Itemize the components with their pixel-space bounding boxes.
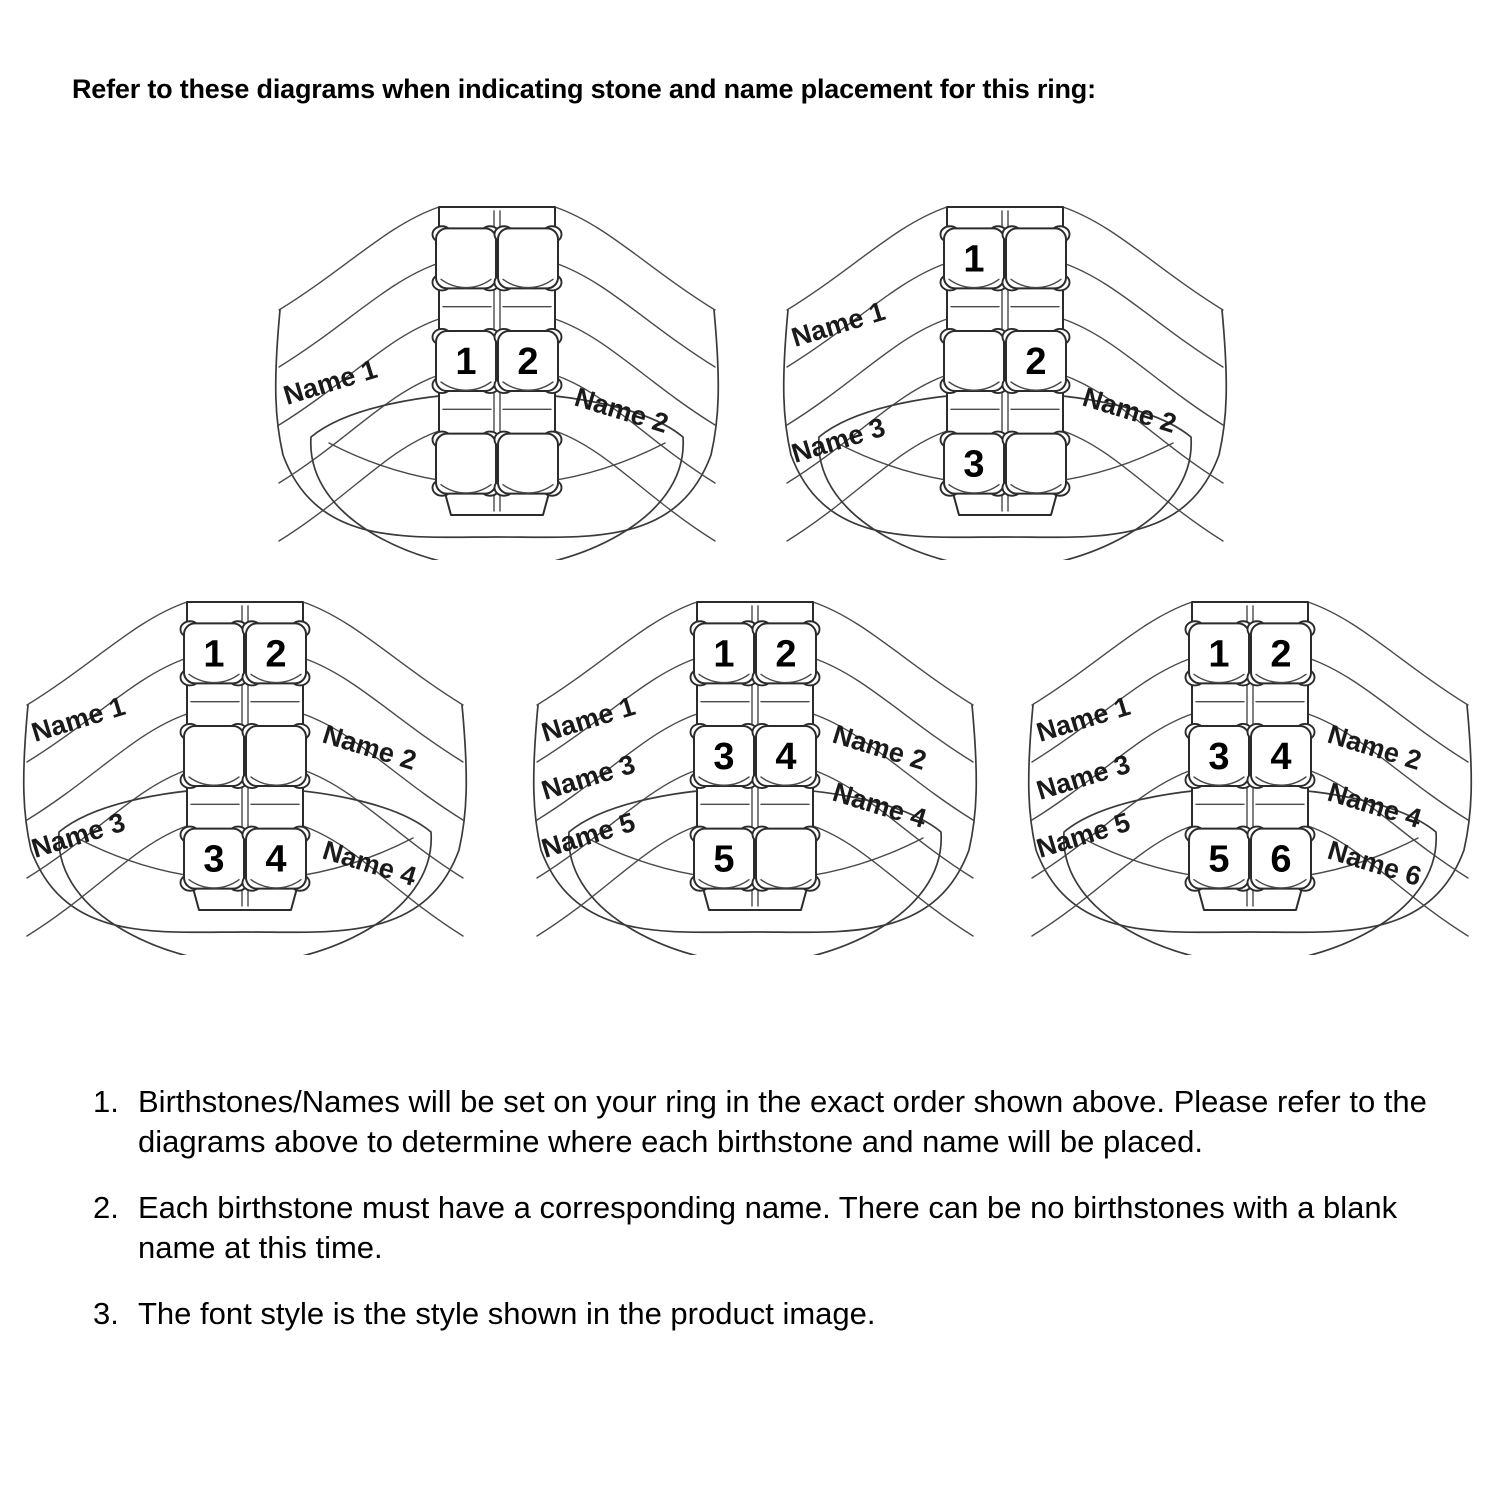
stone-number: 4 <box>265 839 286 881</box>
name-label: Name 4 <box>1324 777 1425 834</box>
stone-number: 4 <box>1270 736 1291 778</box>
name-label: Name 1 <box>28 691 129 748</box>
name-label: Name 3 <box>538 749 639 806</box>
stone-number: 2 <box>517 341 538 383</box>
stone-number: 2 <box>1025 341 1046 383</box>
name-label: Name 2 <box>1324 719 1425 776</box>
instruction-text: Each birthstone must have a correspondin… <box>138 1190 1398 1265</box>
stone-number: 1 <box>455 341 476 383</box>
name-label: Name 1 <box>538 691 639 748</box>
stone-number: 2 <box>1270 633 1291 675</box>
name-label: Name 2 <box>829 719 930 776</box>
name-label: Name 2 <box>319 719 420 776</box>
name-label: Name 6 <box>1324 835 1425 892</box>
instructions-list: 1. Birthstones/Names will be set on your … <box>93 1082 1453 1360</box>
stone-number: 1 <box>1208 633 1229 675</box>
instruction-number: 3. <box>93 1296 119 1331</box>
name-label: Name 4 <box>829 777 930 834</box>
name-label: Name 1 <box>788 296 889 353</box>
stone-number: 3 <box>963 444 984 486</box>
stone-number: 3 <box>203 839 224 881</box>
instruction-text: Birthstones/Names will be set on your ri… <box>138 1084 1427 1159</box>
name-label: Name 1 <box>1033 691 1134 748</box>
stone-number: 3 <box>1208 736 1229 778</box>
page-title: Refer to these diagrams when indicating … <box>72 74 1096 104</box>
stone-number: 4 <box>775 736 796 778</box>
name-label: Name 2 <box>1079 382 1180 439</box>
stone-number: 2 <box>265 633 286 675</box>
stone-number: 5 <box>713 839 734 881</box>
instruction-number: 2. <box>93 1190 119 1225</box>
stone-number: 6 <box>1270 839 1291 881</box>
stone-number: 1 <box>713 633 734 675</box>
stone-number: 1 <box>963 238 984 280</box>
instruction-text: The font style is the style shown in the… <box>138 1296 876 1331</box>
instruction-item: 2. Each birthstone must have a correspond… <box>93 1188 1453 1268</box>
instruction-item: 1. Birthstones/Names will be set on your … <box>93 1082 1453 1162</box>
name-label: Name 2 <box>571 382 672 439</box>
name-label: Name 3 <box>1033 749 1134 806</box>
name-label: Name 1 <box>280 354 381 411</box>
stone-number: 3 <box>713 736 734 778</box>
stone-number: 2 <box>775 633 796 675</box>
stone-number: 5 <box>1208 839 1229 881</box>
stone-number: 1 <box>203 633 224 675</box>
instruction-item: 3. The font style is the style shown in t… <box>93 1294 1453 1334</box>
instruction-number: 1. <box>93 1084 119 1119</box>
name-label: Name 4 <box>319 835 420 892</box>
